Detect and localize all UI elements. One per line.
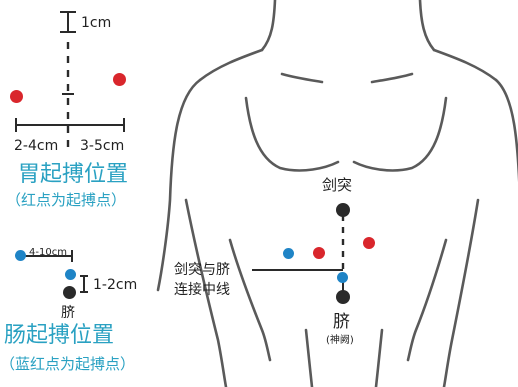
neck-left-line — [260, 0, 277, 52]
right-clavicle-line — [370, 72, 414, 84]
body-navel-alias: (神阙) — [326, 335, 354, 346]
intestine-navel-label: 脐 — [61, 305, 75, 321]
right-side-line — [442, 198, 480, 387]
right-shoulder-arm-line — [494, 78, 518, 183]
torso-outline — [156, 0, 518, 387]
lower-left-abdomen-line — [304, 328, 314, 387]
right-rib-line — [406, 238, 448, 362]
lower-right-abdomen-line — [374, 328, 384, 387]
left-shoulder-arm-line — [156, 78, 202, 292]
left-rib-line — [228, 238, 272, 362]
body-red-dot-right — [363, 237, 375, 249]
midline-label-line2: 连接中线 — [174, 282, 230, 298]
right-pectoral-line — [352, 96, 448, 172]
stomach-left-red-dot — [10, 90, 23, 103]
right-trapezius-line — [432, 48, 498, 82]
body-navel-dot — [336, 290, 350, 304]
left-range-label: 2-4cm — [14, 138, 59, 154]
body-blue-dot-midline — [337, 272, 348, 283]
small-range-label: 4-10cm — [29, 247, 67, 258]
stomach-subtitle: （红点为起搏点） — [6, 191, 127, 209]
intestine-measure-lines — [20, 250, 88, 293]
left-clavicle-line — [280, 72, 324, 84]
midline-label-line1: 剑突与脐 — [174, 262, 230, 278]
neck-right-line — [418, 0, 436, 52]
body-red-dot-center — [313, 247, 325, 259]
intestine-subtitle: （蓝红点为起搏点） — [0, 355, 136, 373]
body-navel-label: 脐 — [333, 312, 350, 332]
stomach-right-red-dot — [113, 73, 126, 86]
left-pectoral-line — [244, 96, 340, 172]
top-gap-label: 1cm — [81, 15, 112, 31]
body-midline — [252, 215, 345, 296]
stomach-title: 胃起搏位置 — [18, 162, 129, 187]
gap-label: 1-2cm — [93, 277, 138, 293]
left-trapezius-line — [198, 48, 264, 82]
intestine-blue-dot — [65, 269, 76, 280]
left-side-line — [184, 198, 228, 387]
intestine-navel-dot — [63, 286, 76, 299]
xiphoid-dot — [336, 203, 350, 217]
right-range-label: 3-5cm — [80, 138, 125, 154]
intestine-title: 肠起搏位置 — [4, 323, 115, 348]
intestine-legend-blue-dot — [15, 250, 26, 261]
stomach-measure-lines — [15, 11, 125, 150]
xiphoid-label: 剑突 — [322, 176, 353, 194]
body-blue-dot-left — [283, 248, 294, 259]
